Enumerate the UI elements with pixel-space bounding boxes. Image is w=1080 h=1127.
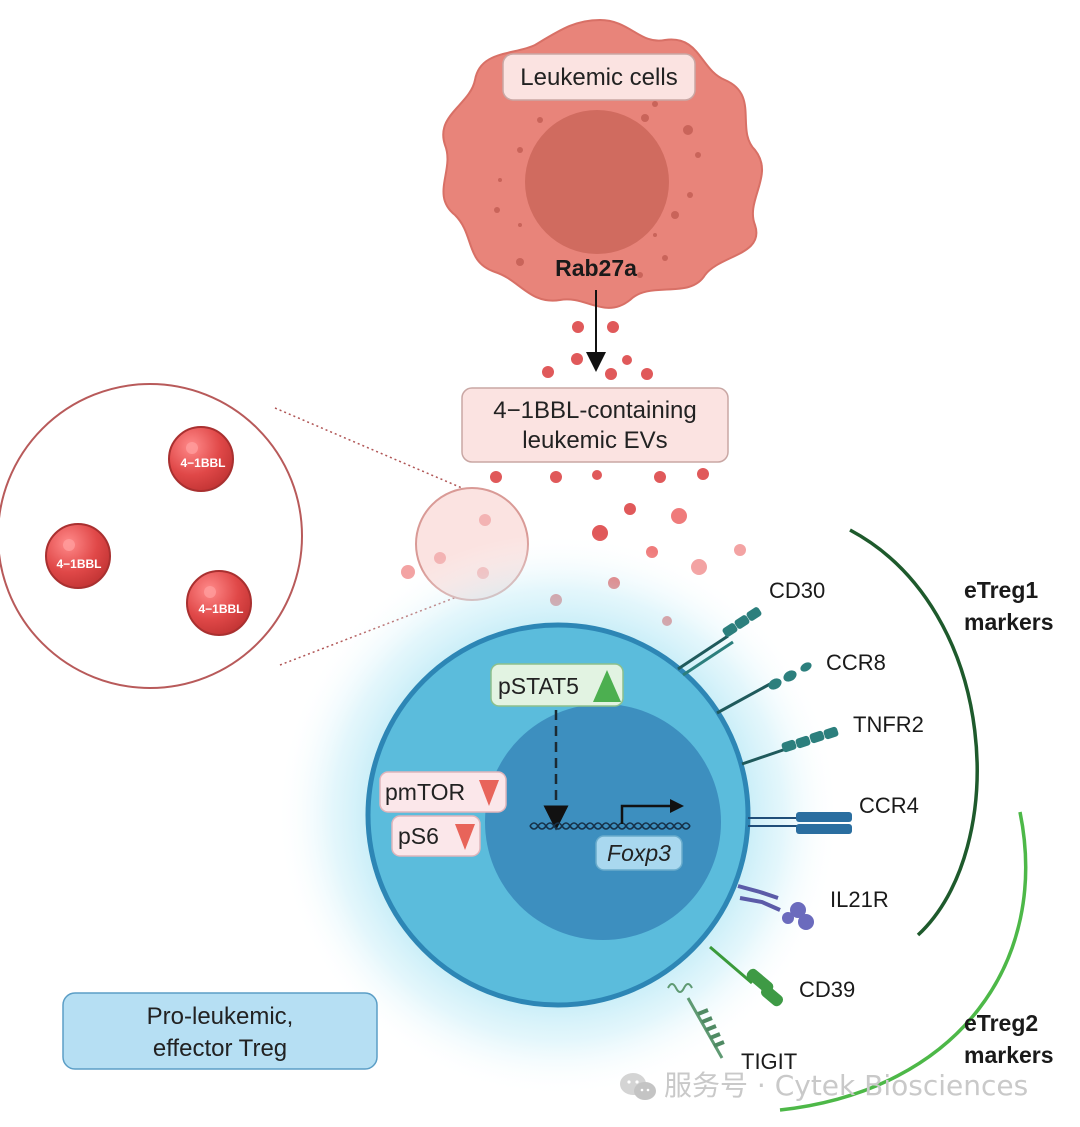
- etreg2-label-line2: markers: [964, 1042, 1054, 1068]
- receptor-tigit: [667, 983, 725, 1059]
- watermark-text: 服务号 · Cytek Biosciences: [664, 1069, 1029, 1102]
- receptor-cd39: [709, 945, 784, 1007]
- receptor-ccr4: [748, 812, 852, 834]
- label-ccr4: CCR4: [859, 793, 919, 818]
- pstat5-label: pSTAT5: [498, 673, 579, 699]
- treg-cell: Foxp3 pSTAT5 pmTOR pS6: [276, 533, 840, 1097]
- receptor-ccr8: [716, 662, 812, 715]
- zoom-circle: [0, 383, 303, 689]
- ev-4-1bbl-3: 4−1BBL: [186, 570, 252, 636]
- watermark: 服务号 · Cytek Biosciences: [618, 1064, 1058, 1104]
- treg-label-line1: Pro-leukemic,: [147, 1003, 294, 1030]
- etreg1-label-line2: markers: [964, 609, 1054, 635]
- wechat-icon: [620, 1073, 656, 1100]
- ps6-down-arrow: [455, 824, 475, 850]
- ev-4-1bbl-label-2: 4−1BBL: [56, 557, 101, 571]
- receptor-tnfr2: [741, 726, 839, 766]
- label-ccr8: CCR8: [826, 650, 886, 675]
- label-tnfr2: TNFR2: [853, 712, 924, 737]
- ev-4-1bbl-label-3: 4−1BBL: [198, 602, 243, 616]
- etreg2-arc: [779, 811, 1028, 1112]
- ev-4-1bbl-label-1: 4−1BBL: [180, 456, 225, 470]
- etreg1-arc: [849, 528, 979, 937]
- etreg1-label-line1: eTreg1: [964, 577, 1038, 603]
- zoom-line-bottom: [279, 587, 481, 666]
- treg-label-box: [62, 992, 378, 1070]
- pstat5-box: [490, 663, 624, 707]
- foxp3-box: [595, 835, 683, 871]
- label-tigit: TIGIT: [741, 1049, 797, 1074]
- ps6-label: pS6: [398, 823, 439, 849]
- zoom-line-top: [274, 407, 491, 501]
- label-cd39: CD39: [799, 977, 855, 1002]
- ev-4-1bbl-1: 4−1BBL: [168, 426, 234, 492]
- ev-label-line1: 4−1BBL-containing: [493, 397, 696, 424]
- ev-4-1bbl-2: 4−1BBL: [45, 523, 111, 589]
- ev-label-line2: leukemic EVs: [522, 427, 667, 454]
- rab27a-label: Rab27a: [555, 255, 637, 281]
- foxp3-label: Foxp3: [607, 840, 671, 866]
- etreg2-label-line1: eTreg2: [964, 1010, 1038, 1036]
- pmtor-box: [379, 771, 507, 813]
- pmtor-label: pmTOR: [385, 779, 465, 805]
- pmtor-down-arrow: [479, 780, 499, 806]
- label-cd30: CD30: [769, 578, 825, 603]
- treg-label-group: Pro-leukemic, effector Treg: [62, 992, 378, 1070]
- ev-label-group: 4−1BBL-containing leukemic EVs: [461, 387, 729, 463]
- treg-label-line2: effector Treg: [153, 1035, 287, 1062]
- dna-helix-2: [529, 822, 691, 830]
- pstat5-up-arrow: [593, 670, 621, 702]
- receptor-cd30: [677, 607, 762, 677]
- leukemic-cell: Leukemic cells Rab27a: [442, 18, 763, 309]
- label-il21r: IL21R: [830, 887, 889, 912]
- leukemic-cell-label: Leukemic cells: [520, 64, 677, 91]
- leukemic-nucleus: [525, 110, 669, 254]
- treg-nucleus: [485, 704, 721, 940]
- transcription-arrow: [620, 804, 672, 824]
- leukemic-cell-label-box: [502, 53, 696, 101]
- receptor-il21r: [737, 884, 814, 930]
- leukemic-granules: [494, 101, 701, 278]
- ev-label-box: [461, 387, 729, 463]
